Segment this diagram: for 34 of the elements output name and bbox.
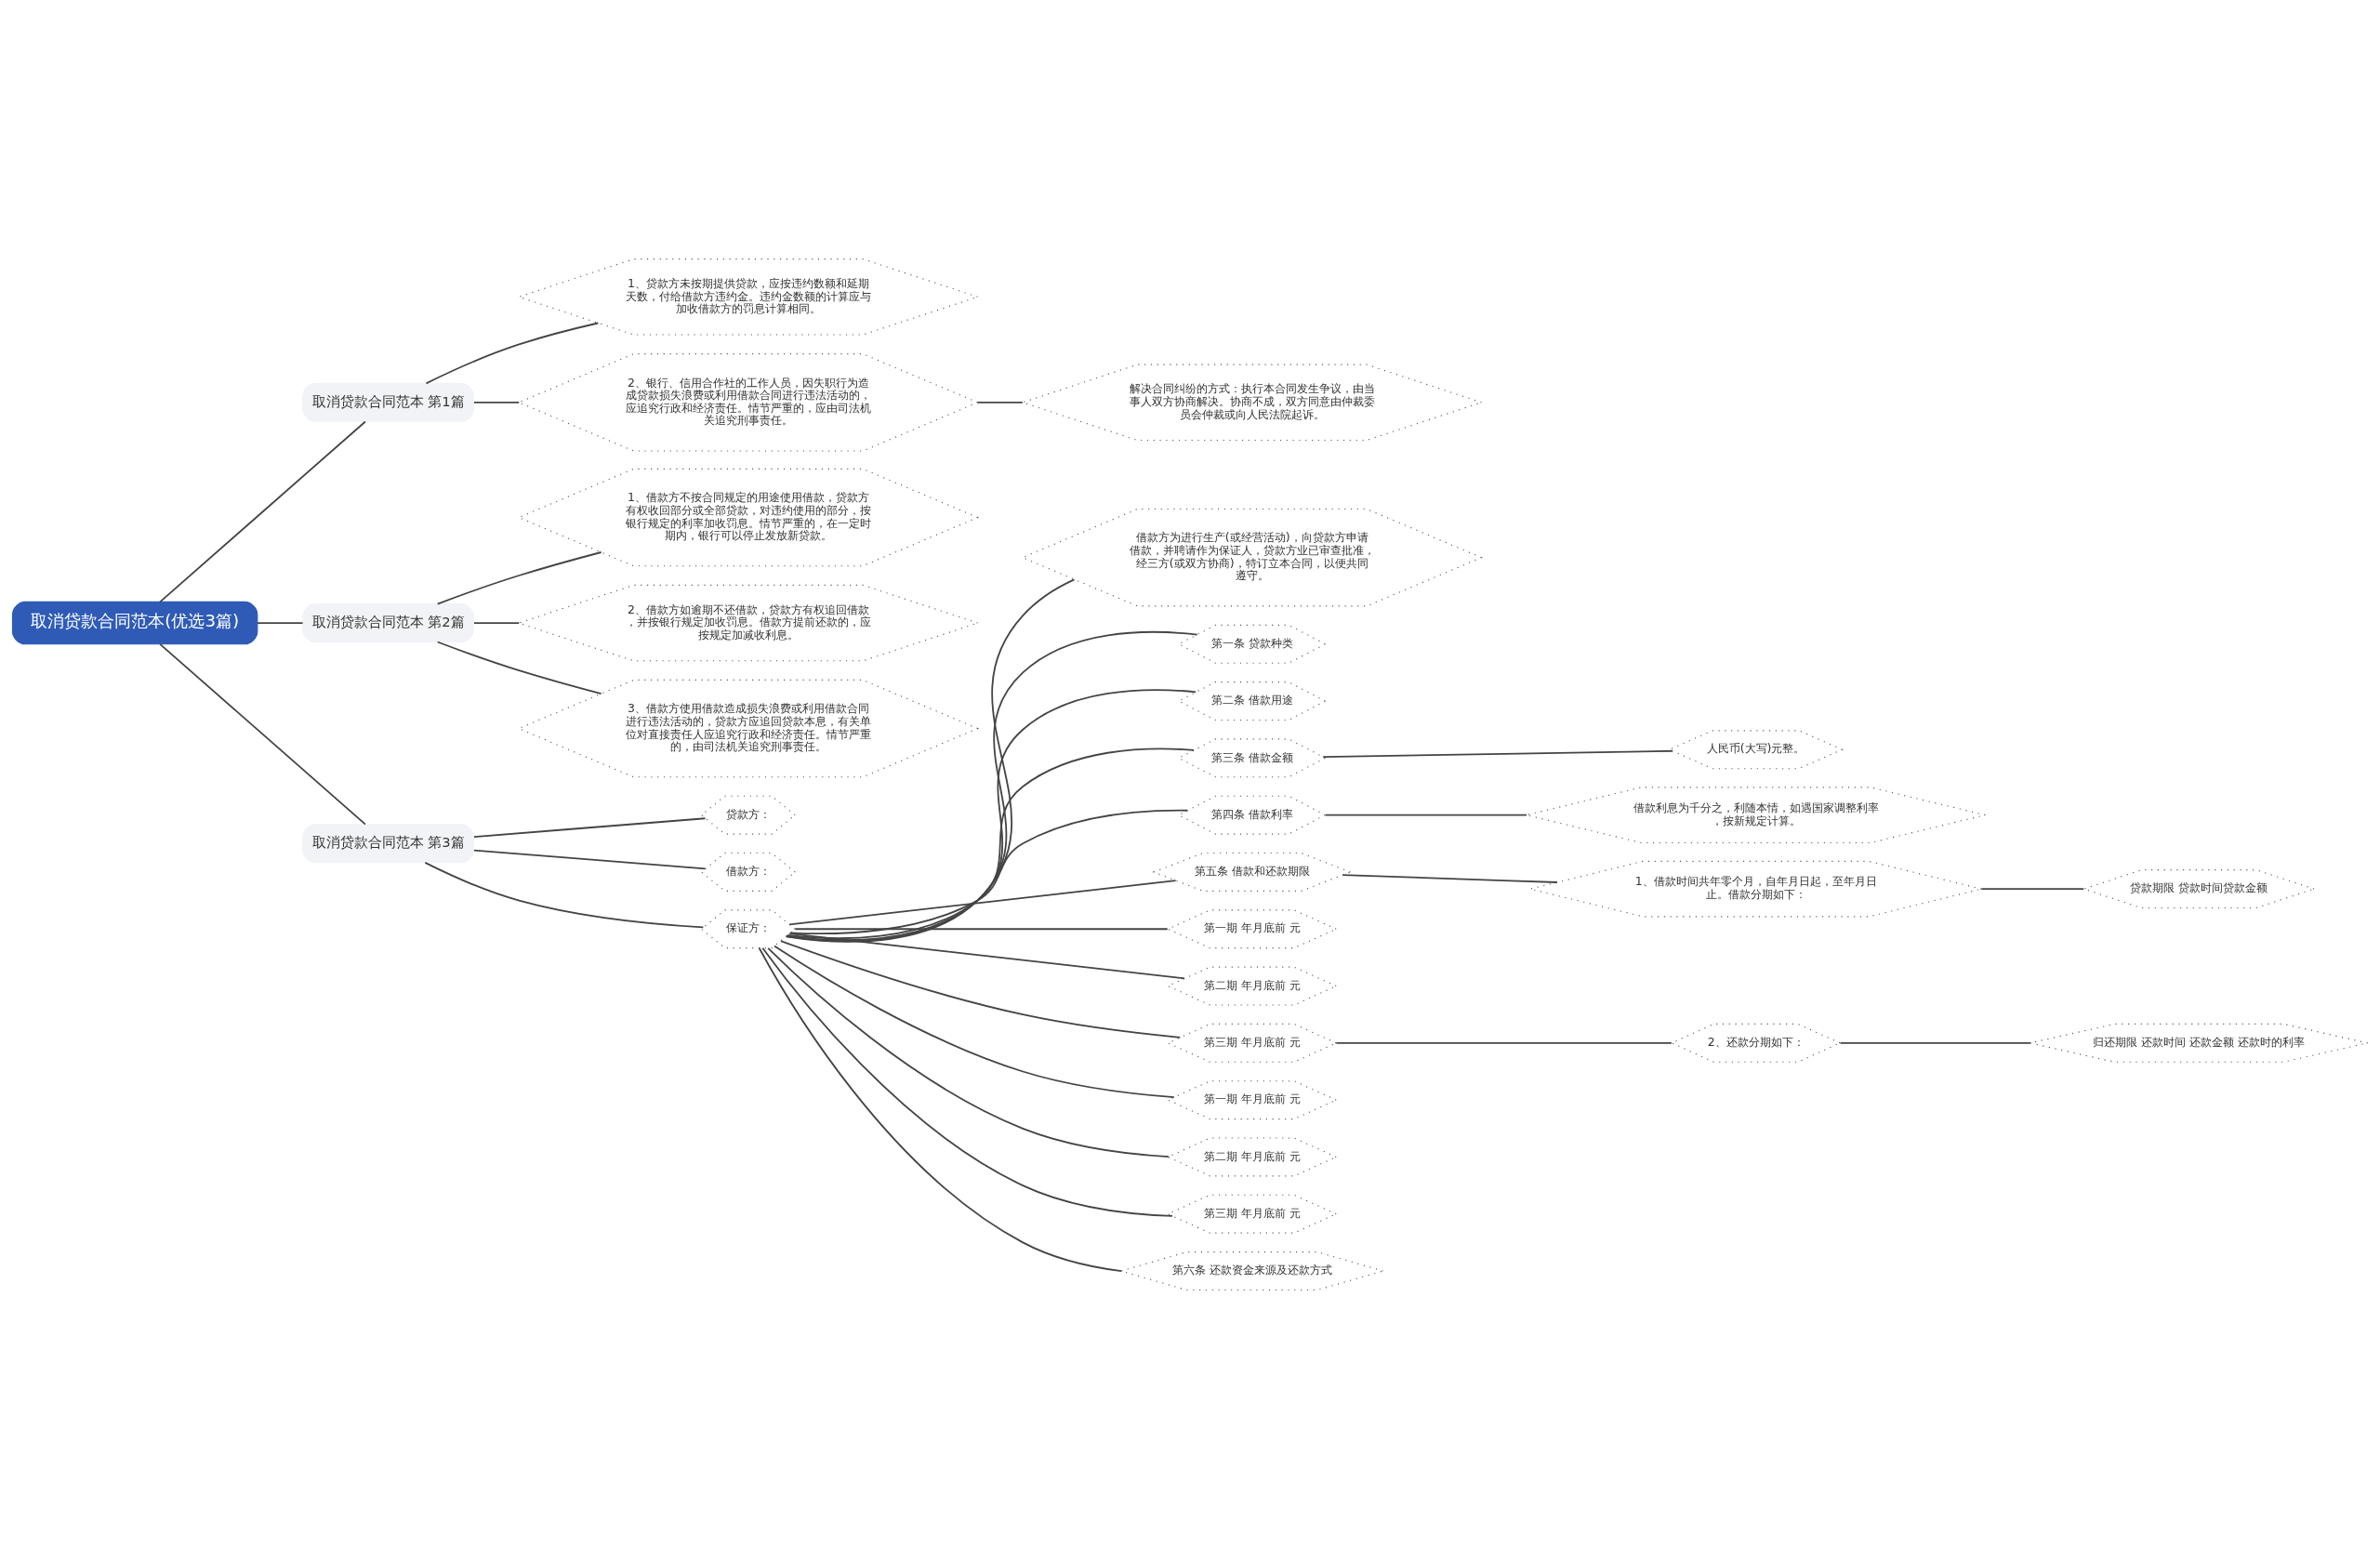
connector <box>758 946 1123 1272</box>
node-box: 取消贷款合同范本(优选3篇) <box>11 601 258 644</box>
connector <box>473 849 707 869</box>
connector <box>788 879 1177 925</box>
connector <box>473 621 521 624</box>
connector <box>1324 814 1527 816</box>
connector <box>976 401 1024 404</box>
connector <box>767 946 1170 1158</box>
connector <box>780 939 1182 1039</box>
connector <box>436 641 602 695</box>
connector <box>774 945 1175 1098</box>
node-box: 取消贷款合同范本 第1篇 <box>302 382 475 422</box>
node-box: 取消贷款合同范本 第3篇 <box>302 823 475 863</box>
connector <box>1839 1041 2031 1044</box>
connector <box>1335 1041 1673 1044</box>
connector <box>473 816 707 838</box>
connector <box>424 861 705 928</box>
connector <box>788 932 1185 979</box>
connector <box>159 420 366 602</box>
connector <box>1322 749 1673 758</box>
connector <box>473 401 521 404</box>
node-box: 取消贷款合同范本 第2篇 <box>302 602 475 642</box>
connector <box>789 809 1189 934</box>
connector <box>257 621 304 624</box>
connector <box>787 748 1196 939</box>
connector <box>1342 873 1558 883</box>
connector <box>1980 887 2085 890</box>
connector <box>159 642 366 826</box>
connector <box>794 927 1169 930</box>
connector <box>761 946 1173 1217</box>
connector <box>436 550 602 605</box>
connector <box>786 688 1197 941</box>
connector <box>785 630 1198 942</box>
connector <box>425 322 600 384</box>
